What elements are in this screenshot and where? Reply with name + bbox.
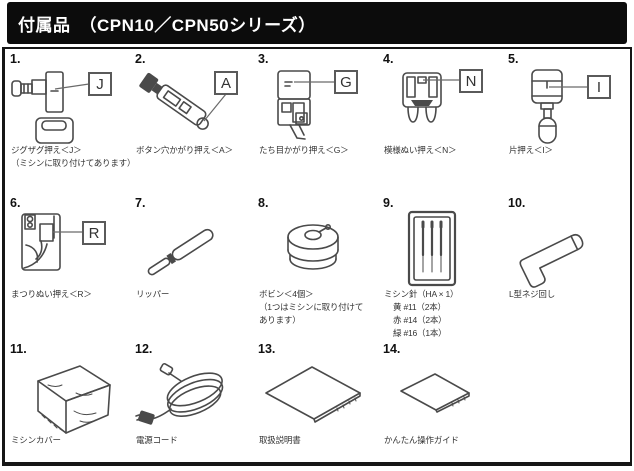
tag-box-g: G — [334, 70, 358, 94]
item-number: 11. — [10, 342, 27, 356]
item-number: 5. — [508, 52, 519, 66]
item-label: ミシンカバー — [11, 435, 61, 445]
svg-text:A: A — [221, 75, 231, 92]
item-label: リッパー — [136, 289, 170, 299]
item-number: 10. — [508, 196, 526, 210]
accessory-item-1: 1. J ジグザグ押え＜J＞ （ミシンに取り付けてあります） — [10, 52, 136, 198]
accessory-item-2: 2. A ボタン穴かがり押え＜A＞ — [135, 52, 257, 198]
tag-box-a: A — [214, 71, 238, 95]
seam-ripper-illustration — [147, 228, 214, 276]
item-number: 14. — [383, 342, 401, 356]
item-number: 7. — [135, 196, 146, 210]
l-screwdriver-illustration — [519, 233, 584, 288]
bobbin-illustration — [287, 224, 339, 270]
page-header: 付属品 （CPN10／CPN50シリーズ） — [7, 2, 627, 44]
svg-text:N: N — [466, 73, 477, 90]
item-label: ミシン針（HA × 1） 黄 #11（2本） 赤 #14（2本） 緑 #16（1… — [384, 289, 459, 338]
tag-box-n: N — [459, 69, 483, 93]
item-number: 9. — [383, 196, 394, 210]
item-label: かんたん操作ガイド — [384, 435, 459, 445]
item-number: 8. — [258, 196, 269, 210]
svg-text:I: I — [597, 79, 601, 96]
item-label: 片押え＜I＞ — [509, 145, 553, 155]
item-label: まつりぬい押え＜R＞ — [11, 289, 92, 299]
zipper-foot-i-illustration: I — [531, 69, 611, 144]
tag-box-j: J — [88, 72, 112, 96]
item-label: ジグザグ押え＜J＞ （ミシンに取り付けてあります） — [11, 145, 136, 168]
accessory-item-13: 13. 取扱説明書 — [258, 342, 380, 471]
buttonhole-foot-a-illustration: A — [139, 71, 238, 130]
item-number: 1. — [10, 52, 21, 66]
item-number: 13. — [258, 342, 276, 356]
blind-hem-foot-r-illustration: R — [21, 213, 106, 271]
item-number: 4. — [383, 52, 394, 66]
accessory-item-7: 7. リッパー — [135, 196, 257, 342]
accessory-item-5: 5. I 片押え＜I＞ — [508, 52, 630, 198]
item-label: 取扱説明書 — [259, 435, 301, 445]
quick-guide-illustration — [400, 373, 470, 413]
pattern-foot-n-illustration: N — [402, 69, 483, 123]
accessory-item-14: 14. かんたん操作ガイド — [383, 342, 505, 471]
svg-text:J: J — [96, 76, 104, 93]
page-title: 付属品 （CPN10／CPN50シリーズ） — [18, 15, 316, 35]
item-number: 3. — [258, 52, 269, 66]
tag-box-r: R — [82, 221, 106, 245]
item-label: L型ネジ回し — [509, 289, 556, 299]
content-frame — [2, 47, 632, 466]
tag-box-i: I — [587, 75, 611, 99]
item-number: 2. — [135, 52, 146, 66]
accessory-item-6: 6. R まつりぬい押え＜R＞ — [10, 196, 132, 342]
zigzag-foot-j-illustration: J — [11, 71, 112, 144]
overcasting-foot-g-illustration: G — [277, 70, 358, 140]
instruction-manual-illustration — [265, 366, 361, 423]
power-cord-illustration — [135, 362, 224, 425]
svg-text:R: R — [89, 225, 100, 242]
accessory-item-3: 3. G たち目かがり押え＜G＞ — [258, 52, 380, 198]
item-label: ボビン＜4個＞ （1つはミシンに取り付けて あります） — [259, 289, 364, 325]
item-label: 電源コード — [136, 435, 178, 445]
item-label: たち目かがり押え＜G＞ — [259, 145, 349, 155]
accessory-item-10: 10. L型ネジ回し — [508, 196, 630, 342]
accessory-item-9: 9. ミシン針（HA × 1） 黄 #11（2本） 赤 #14（2本） 緑 #1… — [383, 196, 505, 342]
item-number: 12. — [135, 342, 153, 356]
needle-set-illustration — [407, 210, 457, 287]
svg-text:G: G — [340, 74, 352, 91]
accessory-item-8: 8. ボビン＜4個＞ （1つはミシンに取り付けて あります） — [258, 196, 380, 342]
accessory-item-4: 4. N 模様ぬい押え＜N＞ — [383, 52, 505, 198]
item-number: 6. — [10, 196, 21, 210]
item-label: 模様ぬい押え＜N＞ — [384, 145, 457, 155]
machine-cover-illustration — [37, 365, 111, 434]
item-label: ボタン穴かがり押え＜A＞ — [136, 145, 233, 155]
accessory-item-11: 11. ミシンカバー — [10, 342, 132, 471]
accessory-item-12: 12. 電源コード — [135, 342, 257, 471]
